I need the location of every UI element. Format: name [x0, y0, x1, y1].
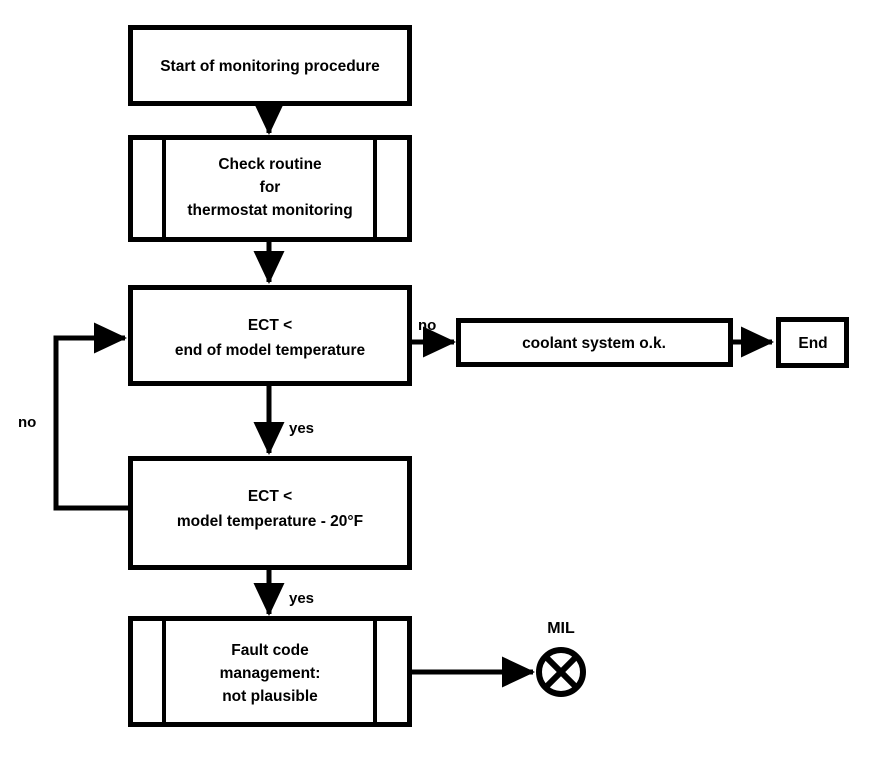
node-fault-code-line2: management: [220, 665, 321, 682]
node-coolant-ok-box [456, 318, 733, 367]
node-decision2-line1: ECT < [248, 488, 292, 505]
node-check-routine-line2: for [260, 179, 281, 196]
node-decision1-line2: end of model temperature [175, 342, 366, 359]
node-check-routine-line1: Check routine [218, 156, 322, 173]
edge-label-decision1-no: no [418, 317, 436, 334]
node-start[interactable]: Start of monitoring procedure [128, 25, 412, 106]
node-decision1-box [128, 285, 412, 386]
node-fault-code-box [128, 616, 412, 727]
node-check-routine-box [128, 135, 412, 242]
connector-decision2-no-feedback-to-decision1 [53, 322, 129, 511]
node-fault-code[interactable]: Fault code management: not plausible [128, 616, 412, 727]
node-decision1-line1: ECT < [248, 317, 292, 334]
node-decision1[interactable]: ECT < end of model temperature [128, 285, 412, 386]
node-decision2[interactable]: ECT < model temperature - 20°F [128, 456, 412, 570]
node-end[interactable]: End [776, 317, 849, 368]
node-end-box [776, 317, 849, 368]
node-check-routine-line3: thermostat monitoring [187, 202, 352, 219]
edge-label-decision2-yes: yes [289, 590, 314, 607]
node-check-routine[interactable]: Check routine for thermostat monitoring [128, 135, 412, 242]
node-decision2-box [128, 456, 412, 570]
node-mil[interactable]: MIL [536, 620, 586, 697]
edge-label-decision2-no: no [18, 414, 36, 431]
mil-label: MIL [547, 620, 575, 637]
edge-label-decision1-yes: yes [289, 420, 314, 437]
node-start-box [128, 25, 412, 106]
node-decision2-line2: model temperature - 20°F [177, 513, 363, 530]
node-coolant-ok-label: coolant system o.k. [522, 335, 666, 352]
node-end-label: End [798, 335, 827, 352]
node-start-label: Start of monitoring procedure [160, 58, 380, 75]
mil-cross-stroke-2 [543, 654, 579, 690]
node-fault-code-line3: not plausible [222, 688, 318, 705]
node-coolant-ok[interactable]: coolant system o.k. [456, 318, 733, 367]
node-fault-code-line1: Fault code [231, 642, 309, 659]
